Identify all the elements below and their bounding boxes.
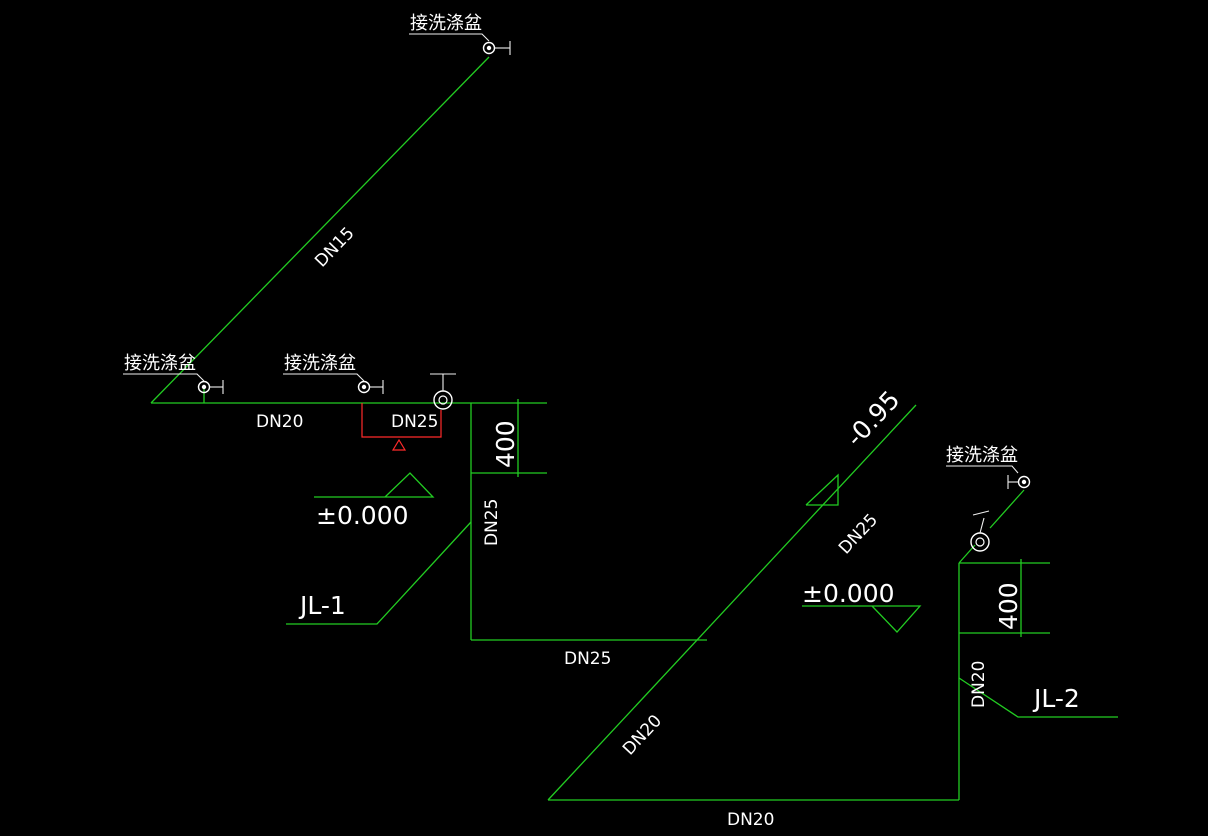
label-jl2: JL-2 (1032, 684, 1080, 713)
label-sink-left: 接洗涤盆 (124, 353, 196, 374)
faucet-symbol-left (197, 380, 224, 394)
leader-sink-left (123, 373, 205, 382)
elevation-marker-left (314, 472, 435, 498)
pipe-right-short-diag (958, 544, 976, 564)
label-sink-right: 接洗涤盆 (946, 445, 1018, 466)
label-dn15: DN15 (311, 223, 358, 271)
label-dn25-bottom: DN25 (564, 649, 611, 669)
elevation-marker-diag (805, 473, 839, 506)
fixture-leaders (123, 33, 1019, 474)
label-sink-mid: 接洗涤盆 (284, 353, 356, 374)
label-dn20-bottom: DN20 (727, 810, 774, 830)
label-dim-left: 400 (491, 420, 520, 468)
label-jl1: JL-1 (298, 591, 346, 620)
label-dn20-diagonal: DN20 (619, 711, 666, 759)
leader-jl1 (286, 521, 472, 625)
valve-symbol-right (970, 510, 990, 552)
label-sink-top: 接洗涤盆 (410, 13, 482, 34)
label-dim-right: 400 (994, 582, 1023, 630)
faucet-symbol-right (1007, 475, 1031, 489)
pipe-network (150, 56, 1118, 801)
label-elev-diag: -0.95 (840, 385, 905, 452)
label-elev-left: ±0.000 (316, 501, 409, 530)
leader-sink-top (409, 33, 490, 42)
label-dn25-vertical: DN25 (482, 499, 502, 546)
faucet-symbol-mid (357, 380, 384, 394)
leader-jl2 (958, 677, 1118, 718)
label-dn25-top: DN25 (391, 412, 438, 432)
pipe-right-upper-diag (989, 489, 1025, 529)
elevation-marker-right (802, 605, 922, 633)
label-dn20-vertical: DN20 (969, 661, 989, 708)
leader-sink-right (946, 465, 1019, 474)
label-dn25-diagonal: DN25 (835, 510, 882, 558)
label-elev-right: ±0.000 (802, 579, 895, 608)
pipe-long-diagonal (547, 404, 917, 801)
label-dn20-top: DN20 (256, 412, 303, 432)
faucet-symbol-top (482, 41, 511, 55)
leader-sink-mid (283, 373, 365, 382)
pipe-dn15-diagonal (150, 56, 490, 404)
valve-symbol-top (430, 373, 456, 410)
red-drain-loop (361, 403, 442, 451)
